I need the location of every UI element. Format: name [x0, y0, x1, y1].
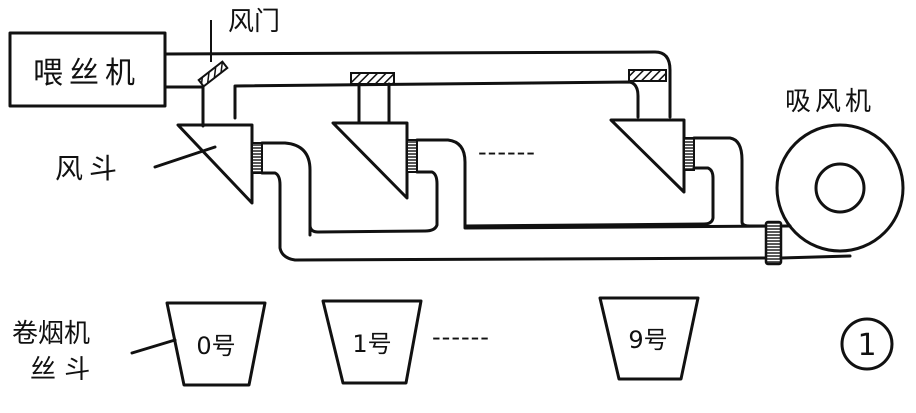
maker-hopper-label-line2: 丝 斗 — [30, 355, 90, 385]
damper-valve-icon — [197, 60, 229, 88]
air-hopper-0 — [176, 123, 263, 205]
damper: 风门 — [197, 7, 280, 88]
branch-9 — [628, 69, 667, 82]
fan-inner-icon — [814, 162, 866, 214]
maker-hopper-0: 0号 — [165, 301, 267, 387]
main-pipe-inner — [233, 80, 640, 120]
figure-number-circle-icon — [840, 317, 894, 371]
maker-hopper-label-line1: 卷烟机 — [12, 319, 90, 349]
fan-outer-icon — [775, 123, 905, 253]
hopper-1-label: 1号 — [352, 330, 391, 358]
return-pipe-outer — [260, 171, 772, 262]
feeder-machine: 喂丝机 — [8, 31, 167, 108]
gate-icon — [350, 72, 395, 85]
flex-joint-icon — [406, 139, 418, 173]
fan-flex-joint-icon — [764, 220, 783, 266]
flex-joint-icon — [683, 137, 695, 171]
maker-hopper-ellipsis: ------ — [432, 323, 490, 351]
maker-hopper-1: 1号 — [321, 299, 423, 385]
air-hopper-1 — [331, 121, 418, 200]
hopper-9-label: 9号 — [628, 326, 667, 354]
air-hopper-9 — [609, 118, 695, 194]
maker-hopper-9: 9号 — [598, 296, 700, 381]
flex-joint-icon — [251, 142, 263, 174]
air-hopper-label: 风斗 — [55, 152, 123, 185]
branch-1 — [350, 72, 395, 125]
feeder-label: 喂丝机 — [33, 56, 141, 91]
maker-hopper-pointer — [130, 338, 177, 355]
figure-number-text: 1 — [857, 328, 876, 363]
gate-icon — [628, 69, 667, 82]
suction-fan-label: 吸风机 — [785, 87, 875, 117]
suction-fan: 吸风机 — [775, 87, 905, 253]
figure-number: 1 — [840, 317, 894, 371]
hopper-0-label: 0号 — [196, 332, 235, 360]
main-pipe-top — [163, 50, 672, 77]
hopper-ellipsis: ------ — [478, 138, 536, 166]
air-hopper-pointer — [153, 145, 217, 169]
damper-label: 风门 — [228, 7, 280, 37]
